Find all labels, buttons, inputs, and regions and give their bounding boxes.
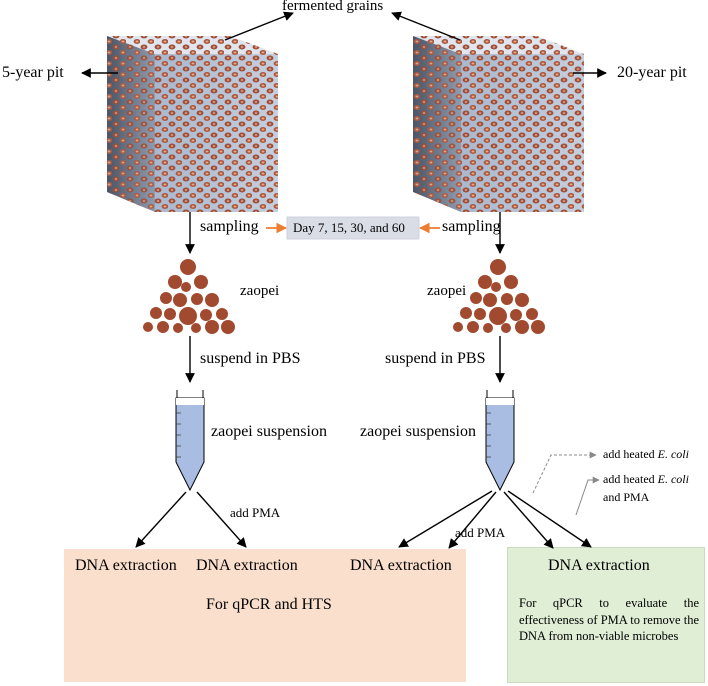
suspend-right-label: suspend in PBS [385,350,486,367]
add-heated-ecoli-pma-label: add heated E. coli [603,472,689,486]
arrow-right-dna-3 [503,491,554,549]
suspension-right-label: zaopei suspension [360,423,476,440]
zaopei-pile-left [143,259,235,334]
add-heated-ecoli-label: add heated E. coli [603,447,689,461]
pit-5-year-label: 5-year pit [2,64,64,81]
zaopei-pile-right [453,259,545,334]
suspension-left-label: zaopei suspension [211,423,327,440]
sampling-right-label: sampling [442,218,501,235]
qpcr-hts-panel [64,549,466,682]
dna-extraction-4: DNA extraction [548,557,650,574]
tube-right [485,390,515,492]
pit-20-year-label: 20-year pit [617,64,687,81]
suspend-left-label: suspend in PBS [200,350,301,367]
pit-5-year [107,36,278,212]
and-pma-label: and PMA [603,490,650,504]
add-pma-right-label: add PMA [455,525,506,540]
arrow-right-dna-2 [448,491,497,549]
tube-left [175,390,205,492]
annotation-arrow-heated-ecoli-pma [575,476,600,516]
arrow-left-dna-1 [135,491,187,548]
arrow-left-pit-to-grains-label [224,11,294,41]
annotation-arrow-heated-ecoli [532,451,597,494]
pma-evaluation-panel [507,547,705,683]
pit-20-year [413,36,584,212]
for-qpcr-hts-label: For qPCR and HTS [206,596,332,613]
dna-extraction-3: DNA extraction [350,557,452,574]
dna-extraction-1: DNA extraction [75,557,177,574]
add-pma-left-label: add PMA [230,505,281,520]
arrow-right-dna-4 [507,490,592,548]
fermented-grains-label: fermented grains [282,0,384,14]
sampling-days-label: Day 7, 15, 30, and 60 [293,220,405,235]
zaopei-right-label: zaopei [427,283,467,299]
arrow-right-dna-1 [398,490,493,548]
arrow-left-dna-2 [196,491,247,548]
for-qpcr-eval-label: For qPCR to evaluate the effectiveness o… [519,596,699,643]
dna-extraction-2: DNA extraction [196,557,298,574]
sampling-left-label: sampling [200,218,259,235]
zaopei-left-label: zaopei [240,283,280,299]
arrow-right-pit-to-grains-label [391,11,461,41]
